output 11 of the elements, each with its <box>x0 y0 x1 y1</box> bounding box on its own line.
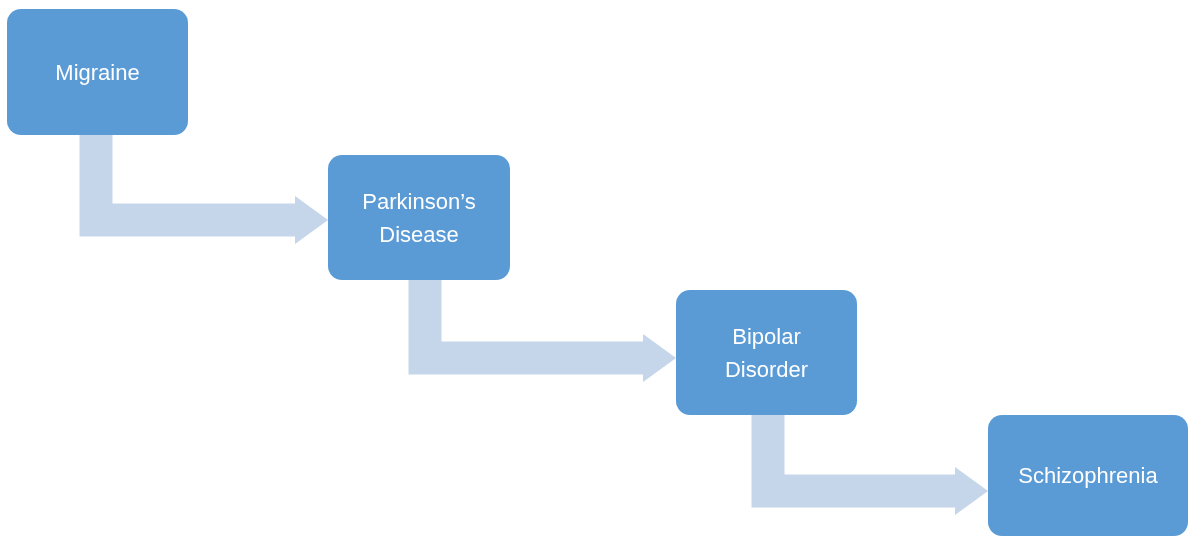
process-box <box>988 415 1188 536</box>
box-label: Parkinson’s Disease <box>361 187 477 249</box>
process-box <box>328 155 510 280</box>
process-box <box>7 9 188 135</box>
bent-arrow <box>408 280 676 382</box>
box-label: Schizophrenia <box>1018 462 1158 490</box>
bent-arrow <box>751 415 988 515</box>
process-box <box>676 290 857 415</box>
box-label: Migraine <box>55 58 140 87</box>
box-label: Bipolar Disorder <box>723 322 810 384</box>
bent-arrow <box>79 135 328 244</box>
